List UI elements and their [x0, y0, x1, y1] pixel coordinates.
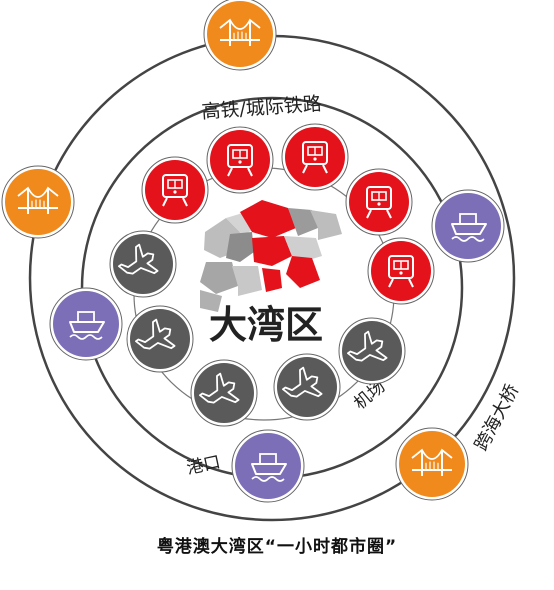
- center-label: 大湾区: [209, 302, 323, 347]
- train-icon: [388, 255, 414, 288]
- airplane-icon: [282, 366, 323, 398]
- outer-node-bridge-2: [1, 165, 75, 239]
- inner-node-rail-1: [141, 156, 209, 224]
- train-icon: [162, 174, 188, 207]
- inner-node-airport-9: [273, 353, 341, 421]
- bridge-icon: [17, 186, 59, 214]
- train-icon: [302, 141, 328, 174]
- inner-node-rail-4: [345, 168, 413, 236]
- inner-node-airport-7: [126, 305, 194, 373]
- airplane-icon: [347, 330, 388, 362]
- rail-label: 高铁/城际铁路: [201, 93, 323, 123]
- inner-node-airport-6: [109, 230, 177, 298]
- outer-node-port-5: [231, 429, 305, 503]
- inner-node-airport-8: [190, 359, 258, 427]
- ship-icon: [251, 453, 287, 482]
- inner-node-airport-10: [338, 317, 406, 385]
- transport-nodes: [1, 0, 505, 503]
- inner-node-rail-5: [367, 237, 435, 305]
- outer-node-port-3: [431, 189, 505, 263]
- train-icon: [366, 186, 392, 219]
- ship-icon: [451, 213, 487, 242]
- outer-node-bridge-1: [203, 0, 277, 71]
- inner-node-rail-2: [206, 126, 274, 194]
- airplane-icon: [135, 318, 176, 350]
- ship-icon: [69, 311, 105, 340]
- airplane-icon: [118, 243, 159, 275]
- figure-caption: 粤港澳大湾区“一小时都市圈”: [156, 537, 398, 557]
- port-label: 港口: [185, 452, 222, 479]
- bay-area-map: [200, 200, 342, 312]
- outer-node-bridge-6: [395, 427, 469, 501]
- bridge-label: 跨海大桥: [471, 381, 523, 454]
- outer-node-port-4: [49, 287, 123, 361]
- airplane-icon: [199, 372, 240, 404]
- inner-node-rail-3: [281, 123, 349, 191]
- train-icon: [227, 144, 253, 177]
- bridge-icon: [411, 448, 453, 476]
- bridge-icon: [219, 18, 261, 46]
